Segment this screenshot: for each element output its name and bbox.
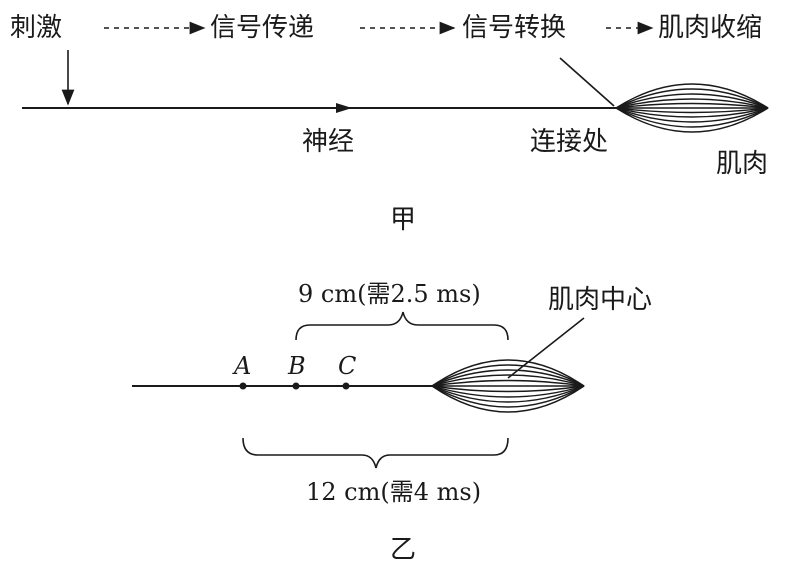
point-label-a: A [232, 352, 251, 380]
brace-bottom-label: 12 cm(需4 ms) [306, 478, 481, 506]
brace-bottom [243, 438, 508, 468]
muscle-b [432, 360, 584, 412]
flow-step-transmission: 信号传递 [210, 13, 314, 43]
diagram-a: 刺激 信号传递 信号转换 肌肉收缩 神经 连接处 [10, 13, 768, 235]
muscle-label: 肌肉 [716, 149, 768, 179]
diagram-b: 9 cm(需2.5 ms) 肌肉中心 A B C [132, 280, 652, 565]
point-label-b: B [287, 352, 306, 380]
point-c [343, 383, 350, 390]
nerve-direction-arrow [336, 103, 352, 113]
caption-a: 甲 [390, 205, 416, 235]
brace-top-label: 9 cm(需2.5 ms) [298, 280, 481, 308]
muscle-a [616, 84, 768, 132]
point-a [240, 383, 247, 390]
brace-top [296, 312, 508, 340]
junction-label: 连接处 [530, 127, 608, 157]
flow-step-conversion: 信号转换 [462, 13, 566, 43]
caption-b: 乙 [390, 535, 416, 565]
point-label-c: C [338, 352, 356, 380]
nerve-label: 神经 [302, 127, 354, 157]
flow-step-contraction: 肌肉收缩 [658, 13, 762, 43]
flow-step-stimulus: 刺激 [10, 13, 62, 43]
junction-pointer [560, 58, 614, 106]
muscle-center-pointer [508, 318, 584, 378]
point-b [293, 383, 300, 390]
muscle-center-label: 肌肉中心 [548, 285, 652, 315]
